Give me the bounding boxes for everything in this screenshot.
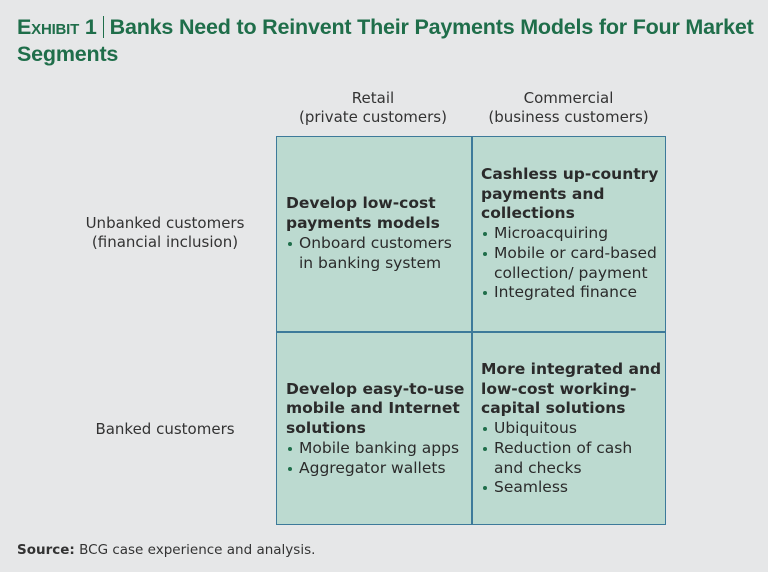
exhibit-number: Exhibit 1	[17, 15, 97, 39]
matrix-vertical-divider	[471, 137, 473, 524]
bullet-item: Mobile banking apps	[286, 439, 469, 459]
column-header-sublabel: (business customers)	[488, 108, 649, 126]
bullet-item: Integrated finance	[481, 283, 664, 303]
cell-banked-commercial: More integrated and low-cost working-cap…	[472, 332, 666, 526]
bullet-item: Mobile or card-based collection/ payment	[481, 244, 664, 284]
column-header-commercial: Commercial (business customers)	[471, 89, 666, 127]
source-label: Source:	[17, 542, 75, 558]
cell-heading: Develop easy-to-use mobile and Internet …	[286, 379, 465, 438]
row-header-banked: Banked customers	[60, 420, 270, 439]
source-text: BCG case experience and analysis.	[79, 542, 316, 558]
column-header-label: Commercial	[523, 89, 614, 107]
cell-unbanked-retail: Develop low-cost payments models Onboard…	[277, 137, 471, 331]
cell-heading: Cashless up-country payments and collect…	[481, 164, 659, 223]
title-divider	[102, 16, 104, 38]
column-header-label: Retail	[351, 89, 395, 107]
bullet-item: Seamless	[481, 478, 664, 498]
cell-bullets: Mobile banking apps Aggregator wallets	[286, 439, 469, 479]
cell-bullets: Onboard customers in banking system	[286, 234, 469, 274]
cell-heading: More integrated and low-cost working-cap…	[481, 359, 662, 418]
row-header-unbanked: Unbanked customers (financial inclusion)	[60, 214, 270, 252]
cell-bullets: Ubiquitous Reduction of cash and checks …	[481, 419, 664, 498]
row-header-label: Unbanked customers	[85, 214, 245, 232]
row-header-label: Banked customers	[95, 420, 235, 438]
cell-heading: Develop low-cost payments models	[286, 194, 440, 233]
bullet-item: Reduction of cash and checks	[481, 439, 664, 479]
column-header-sublabel: (private customers)	[299, 108, 447, 126]
segment-matrix: Develop low-cost payments models Onboard…	[276, 136, 666, 525]
bullet-item: Onboard customers in banking system	[286, 234, 469, 274]
bullet-item: Microacquiring	[481, 224, 664, 244]
bullet-item: Ubiquitous	[481, 419, 664, 439]
exhibit-title-text: Banks Need to Reinvent Their Payments Mo…	[17, 15, 754, 66]
cell-bullets: Microacquiring Mobile or card-based coll…	[481, 224, 664, 303]
matrix-horizontal-divider	[277, 331, 665, 333]
column-header-retail: Retail (private customers)	[276, 89, 470, 127]
bullet-item: Aggregator wallets	[286, 459, 469, 479]
source-note: Source: BCG case experience and analysis…	[17, 542, 315, 558]
row-header-sublabel: (financial inclusion)	[91, 233, 239, 251]
cell-unbanked-commercial: Cashless up-country payments and collect…	[472, 137, 666, 331]
cell-banked-retail: Develop easy-to-use mobile and Internet …	[277, 332, 471, 526]
